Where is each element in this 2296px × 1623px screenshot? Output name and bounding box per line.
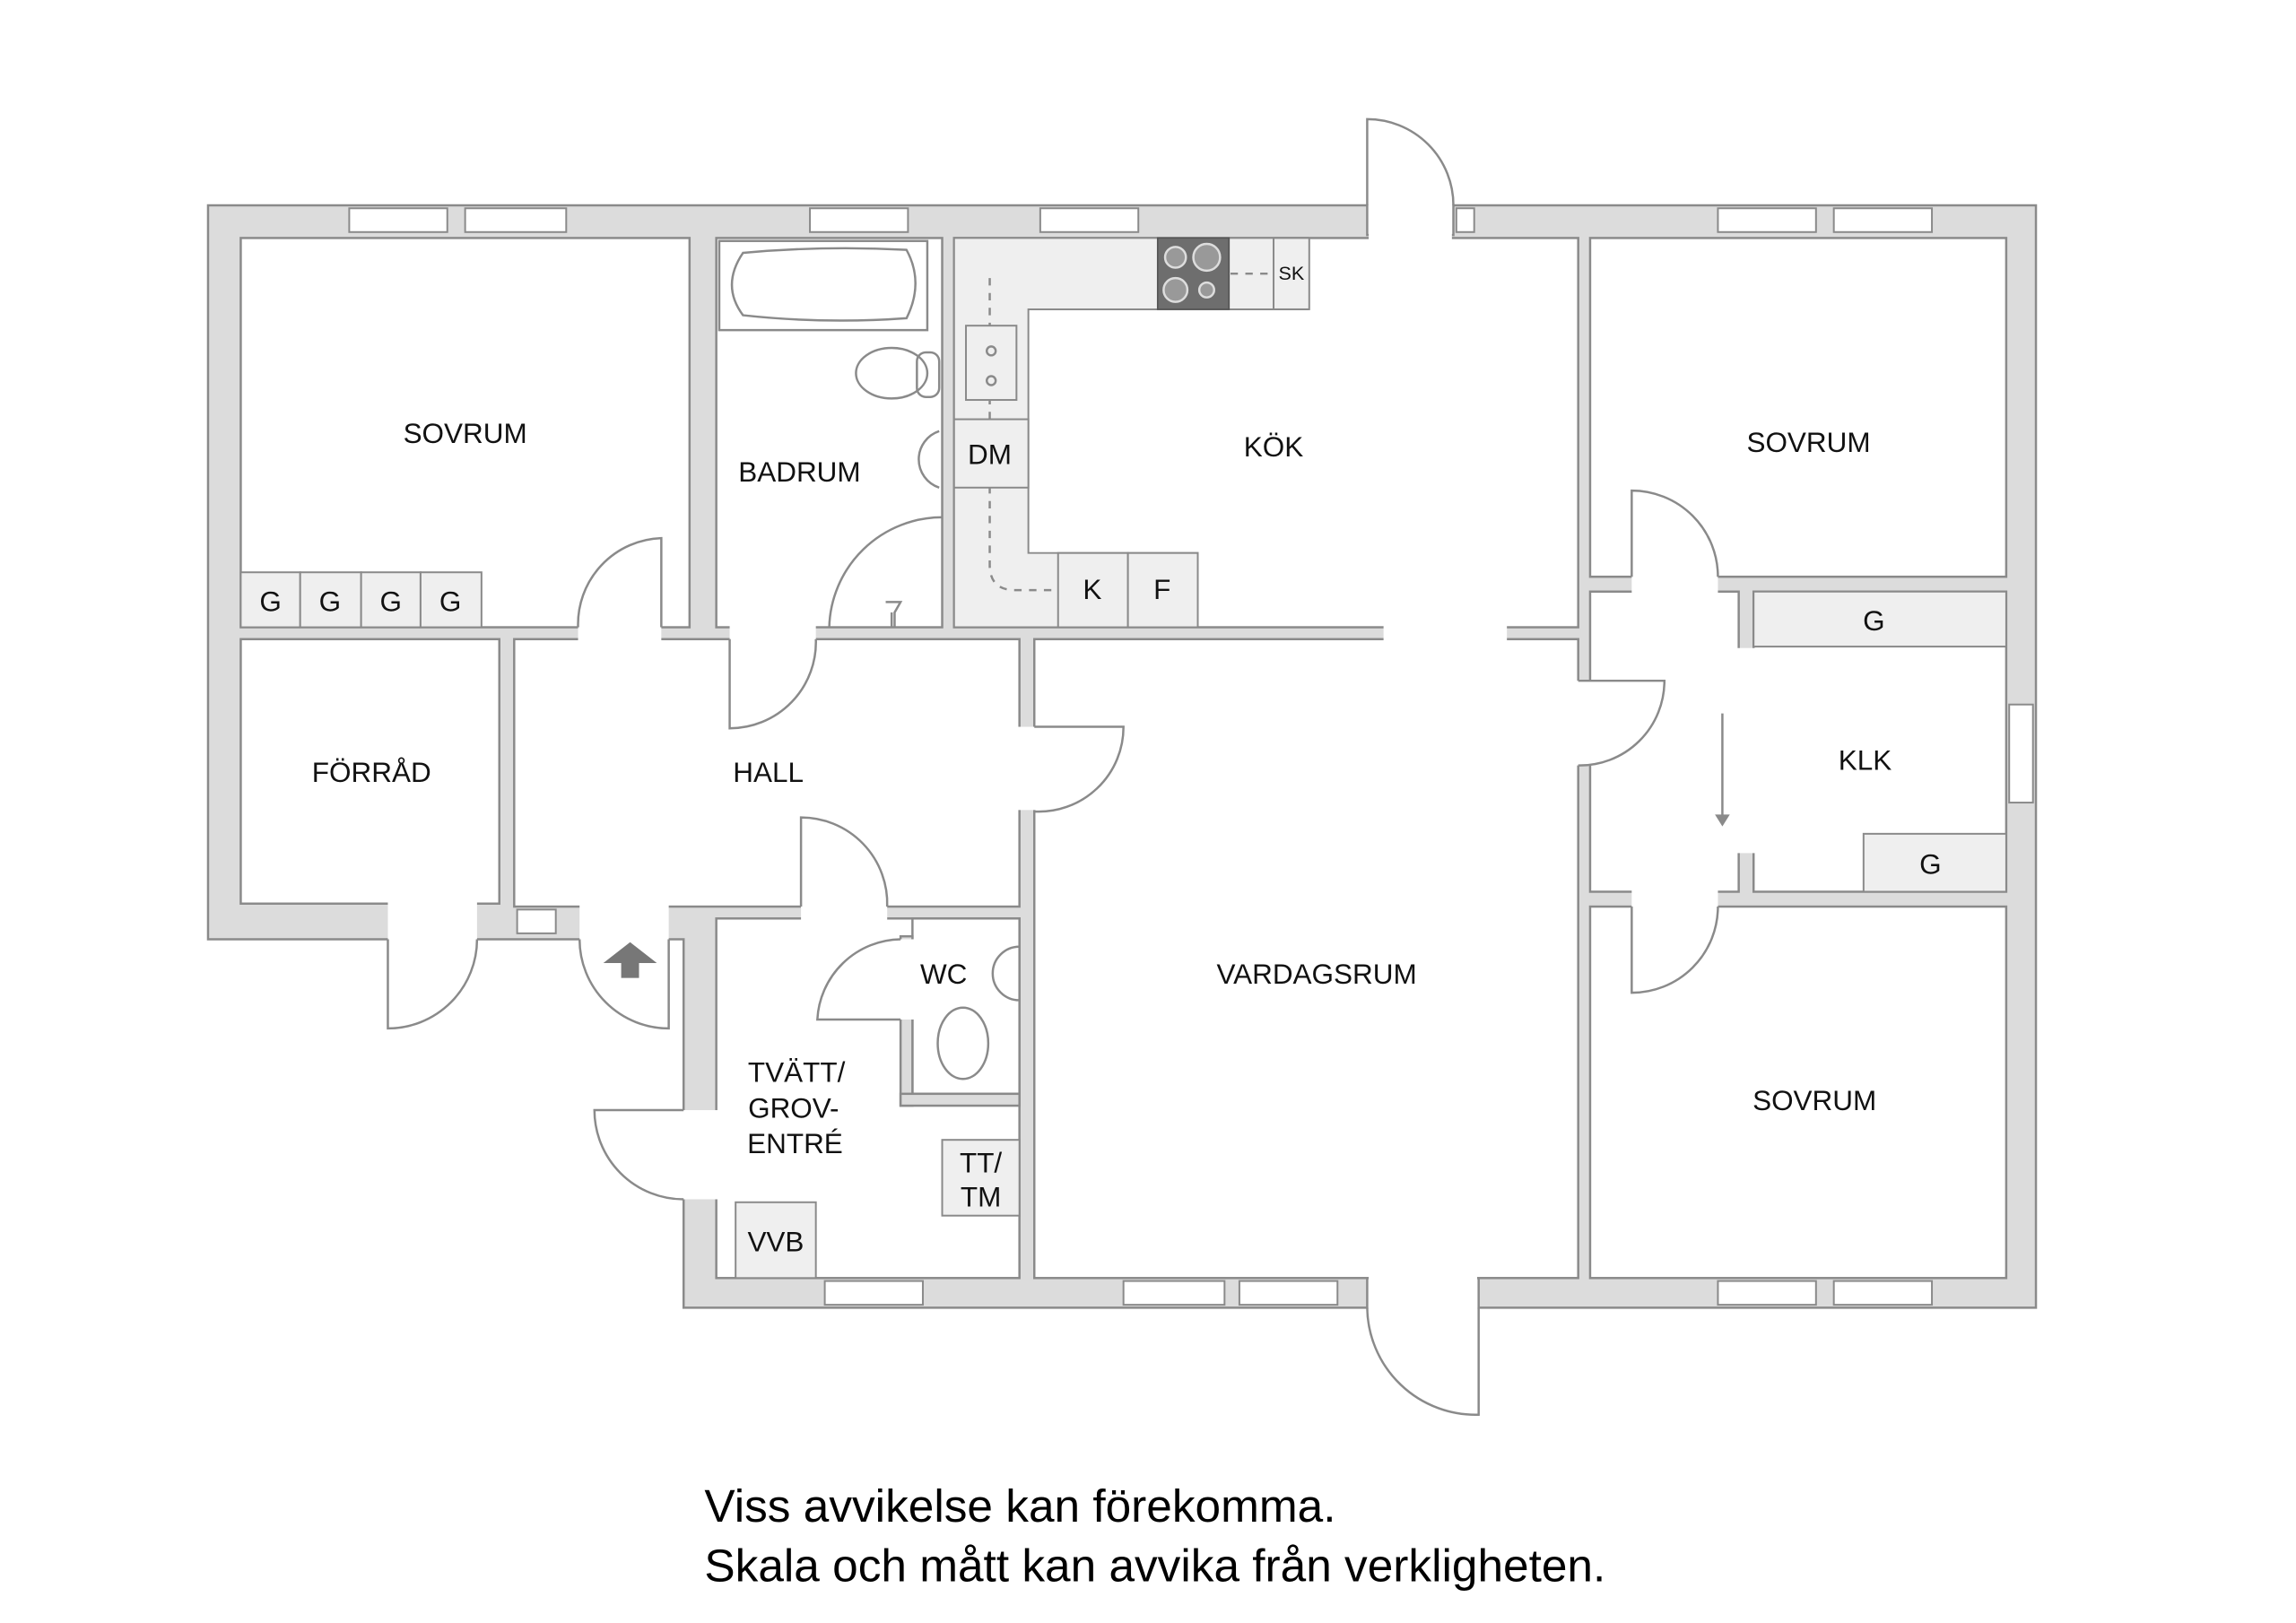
dashed-line [988, 278, 1053, 592]
wc-wall-bottom [899, 1092, 1021, 1107]
cabinet-k [1057, 551, 1129, 629]
kitchen-opening [1383, 622, 1508, 644]
label-g: G [380, 586, 402, 617]
label-tm: TM [961, 1182, 1001, 1213]
label-forrad: FÖRRÅD [312, 757, 431, 788]
label-klk: KLK [1839, 745, 1892, 777]
label-sovrum-3: SOVRUM [1752, 1085, 1876, 1116]
entrance-opening-top [1369, 202, 1452, 241]
bathroom-sink [918, 430, 940, 489]
door-swings [387, 117, 1719, 1416]
label-dm: DM [968, 438, 1012, 470]
wardrobe-klk-bottom [1862, 832, 2007, 893]
label-badrum: BADRUM [738, 456, 860, 488]
cabinet-dm [952, 418, 1030, 489]
toilet [855, 346, 929, 400]
room-forrad [239, 638, 500, 905]
shower-icon [885, 601, 903, 628]
label-tvatt: GROV- [748, 1092, 839, 1124]
disclaimer-line-1: Viss avvikelse kan förekomma. [704, 1480, 1335, 1532]
label-wc: WC [920, 959, 967, 990]
label-tvatt: TVÄTT/ [748, 1057, 846, 1089]
room-sovrum-2 [1588, 237, 2008, 578]
sink [965, 325, 1018, 402]
wardrobe-klk-top [1752, 590, 2007, 648]
wardrobes-sovrum-1 [239, 571, 483, 629]
entrance-arrow-icon [603, 942, 657, 978]
door-openings [387, 573, 1757, 1200]
cabinet-sk [1273, 237, 1310, 310]
room-vardagsrum [1033, 638, 1579, 1280]
room-hall [513, 638, 1021, 908]
disclaimer-line-2: Skala och mått kan avvika från verklighe… [704, 1540, 1605, 1591]
label-kok: KÖK [1244, 431, 1303, 463]
label-vvb: VVB [747, 1226, 804, 1257]
label-g: G [319, 586, 341, 617]
stove-burners [1162, 242, 1222, 303]
label-sk: SK [1279, 263, 1305, 284]
bathtub [718, 239, 929, 332]
windows [348, 207, 2034, 1306]
room-sovrum-1 [239, 237, 691, 629]
cabinet-tt-tm [941, 1139, 1021, 1217]
label-tt: TT/ [960, 1148, 1002, 1179]
label-vardagsrum: VARDAGSRUM [1216, 959, 1416, 990]
cabinet-f [1126, 551, 1199, 629]
label-g: G [439, 586, 461, 617]
wc-sink [991, 945, 1020, 1002]
label-g: G [1919, 849, 1941, 881]
wc-toilet [936, 1006, 990, 1081]
label-hall: HALL [733, 757, 804, 788]
label-sovrum-2: SOVRUM [1746, 427, 1870, 458]
entrance-opening-bottom [1369, 1271, 1478, 1311]
label-g: G [1863, 605, 1884, 637]
room-corridor [1588, 590, 1740, 893]
label-tvatt: ENTRÉ [747, 1128, 843, 1159]
label-k: K [1083, 574, 1101, 605]
room-wc [911, 917, 1021, 1096]
label-sovrum-1: SOVRUM [404, 418, 527, 449]
water-heater [735, 1201, 817, 1280]
label-f: F [1153, 574, 1170, 605]
label-g: G [259, 586, 281, 617]
room-sovrum-3 [1588, 905, 2008, 1280]
